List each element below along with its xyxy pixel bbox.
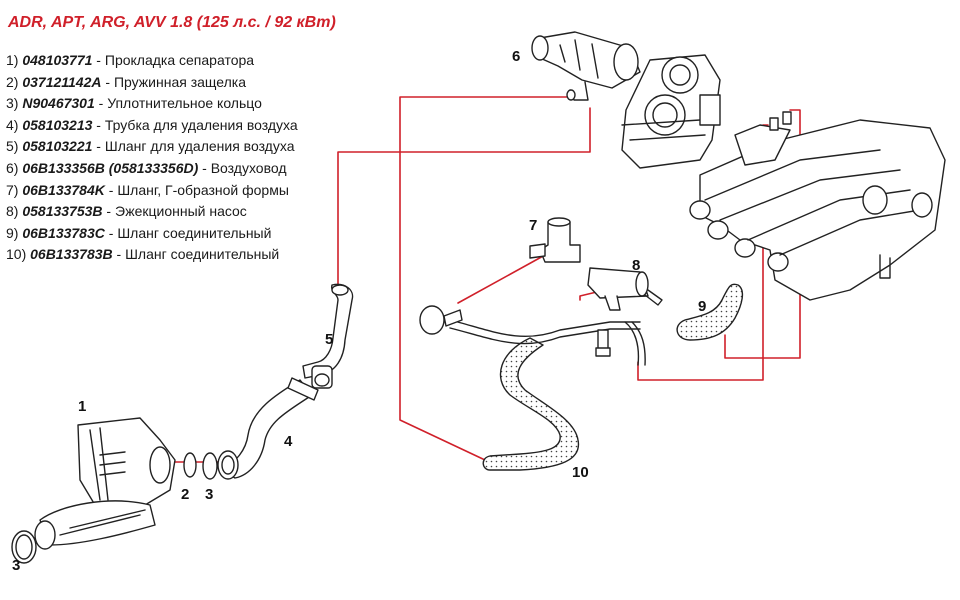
- callout-3-lower: 3: [12, 557, 21, 574]
- part-item-6: 6) 06B133356B (058133356D) - Воздуховод: [6, 159, 287, 176]
- callout-8: 8: [632, 257, 641, 274]
- ring-part-3: [202, 452, 218, 480]
- ejector-pump-part-8: [587, 267, 663, 311]
- callout-2: 2: [181, 486, 190, 503]
- route-7-to-intake: [457, 254, 546, 304]
- callout-10: 10: [572, 464, 589, 481]
- throttle-body: [621, 54, 721, 169]
- part-item-5: 5) 058103221 - Шланг для удаления воздух…: [6, 138, 295, 155]
- breather-hose-part-5: [302, 283, 354, 389]
- part-item-9: 9) 06B133783C - Шланг соединительный: [6, 224, 272, 241]
- callout-1: 1: [78, 398, 87, 415]
- part-item-8: 8) 058133753B - Эжекционный насос: [6, 203, 247, 220]
- air-duct-part-6: [531, 31, 641, 101]
- clip-part-2: [183, 452, 197, 478]
- route-9-to-intake: [724, 109, 801, 359]
- intake-manifold: [689, 111, 946, 301]
- diagram-title: ADR, APT, ARG, AVV 1.8 (125 л.с. / 92 кВ…: [8, 14, 336, 31]
- parts-list: 1) 048103771 - Прокладка сепаратора 2) 0…: [6, 50, 298, 266]
- callout-3: 3: [205, 486, 214, 503]
- route-10-to-6: [399, 96, 579, 461]
- part-item-10: 10) 06B133783B - Шланг соединительный: [6, 246, 280, 263]
- callout-4: 4: [284, 433, 293, 450]
- hose-part-9: [676, 283, 744, 341]
- oil-separator-part-1: [34, 417, 176, 550]
- part-item-1: 1) 048103771 - Прокладка сепаратора: [6, 52, 255, 68]
- part-item-7: 7) 06B133784K - Шланг, Г-образной формы: [6, 181, 289, 198]
- vacuum-line: [419, 305, 646, 366]
- part-item-4: 4) 058103213 - Трубка для удаления возду…: [6, 116, 298, 133]
- route-5-to-6: [337, 107, 591, 291]
- callout-9: 9: [698, 298, 707, 315]
- part-item-2: 2) 037121142A - Пружинная защелка: [6, 73, 246, 90]
- callout-6: 6: [512, 48, 521, 65]
- callout-5: 5: [325, 331, 334, 348]
- route-bottom-intake: [637, 124, 769, 381]
- callout-7: 7: [529, 217, 538, 234]
- fitting-part-7: [529, 217, 581, 263]
- breather-pipe-part-4: [217, 377, 319, 480]
- routing-lines: [149, 96, 801, 463]
- hose-part-10: [482, 337, 580, 471]
- part-item-3: 3) N90467301 - Уплотнительное кольцо: [6, 95, 262, 112]
